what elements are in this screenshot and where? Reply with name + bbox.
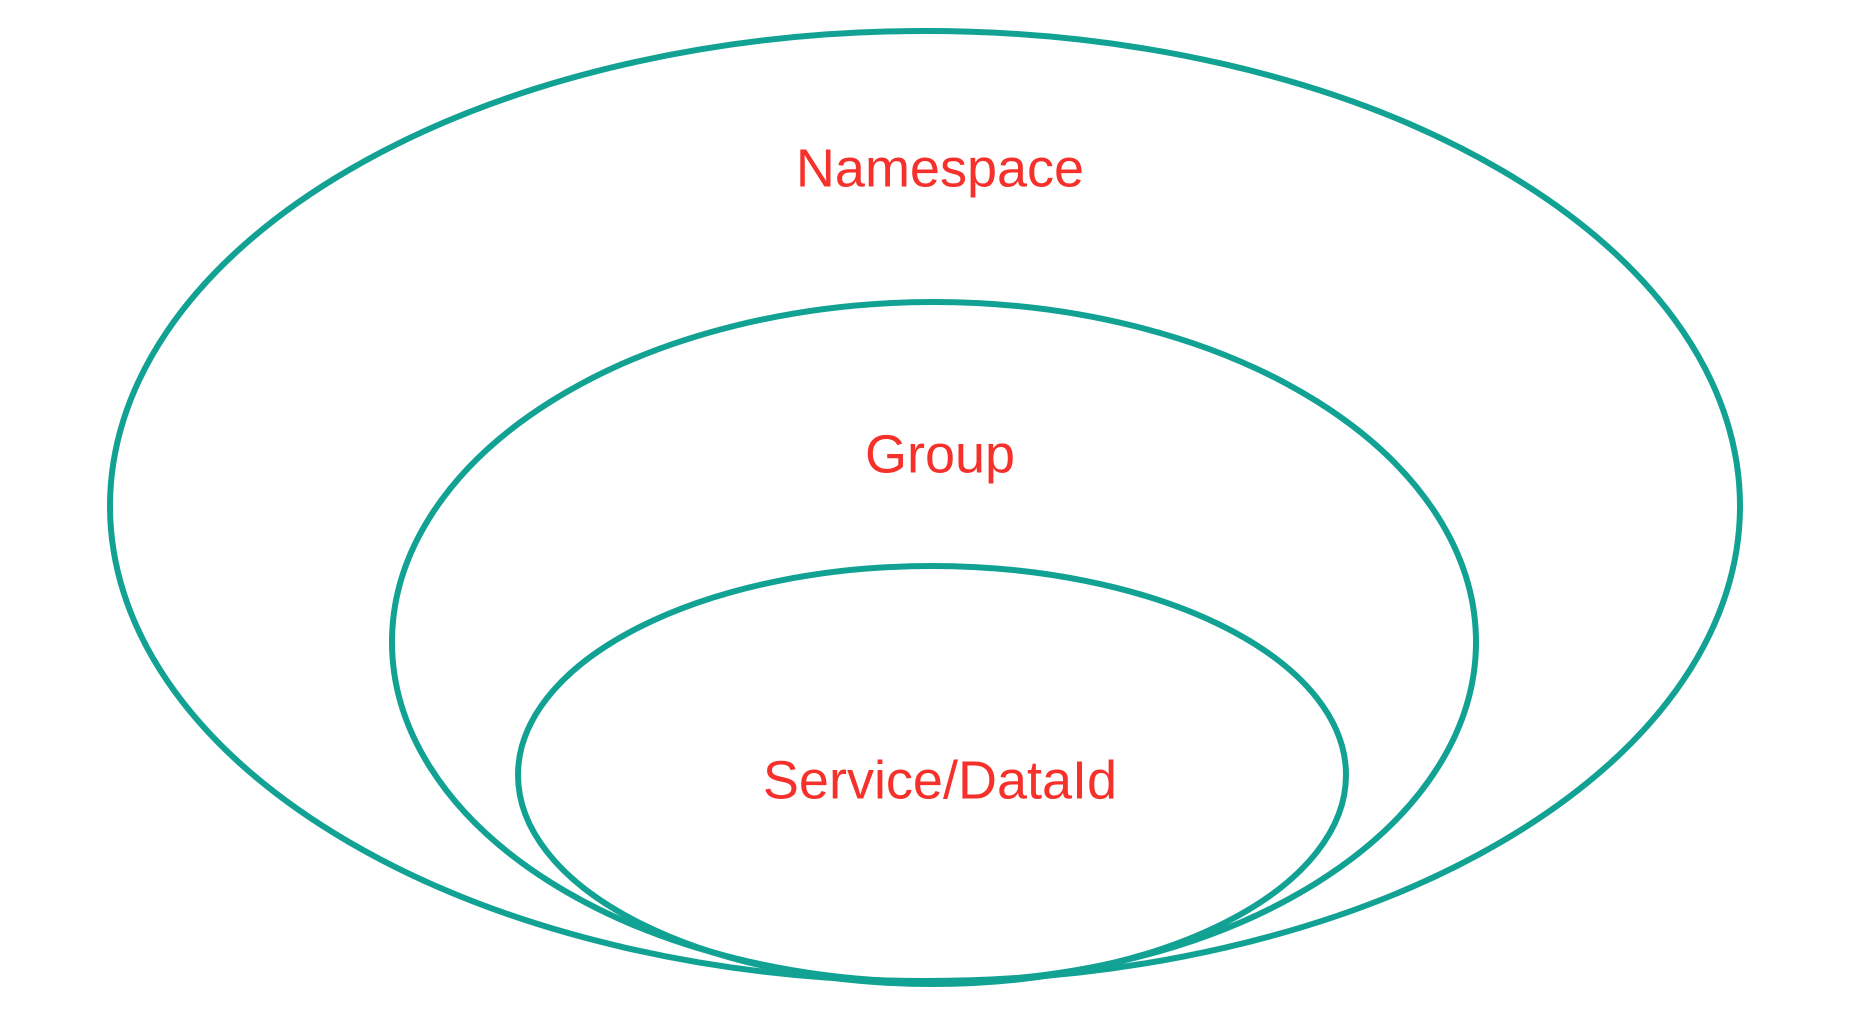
- label-namespace: Namespace: [796, 138, 1084, 198]
- ellipse-group: [389, 299, 1479, 985]
- label-service-dataid: Service/DataId: [763, 750, 1117, 810]
- ellipse-service-dataid: [515, 563, 1349, 987]
- label-group: Group: [865, 424, 1015, 484]
